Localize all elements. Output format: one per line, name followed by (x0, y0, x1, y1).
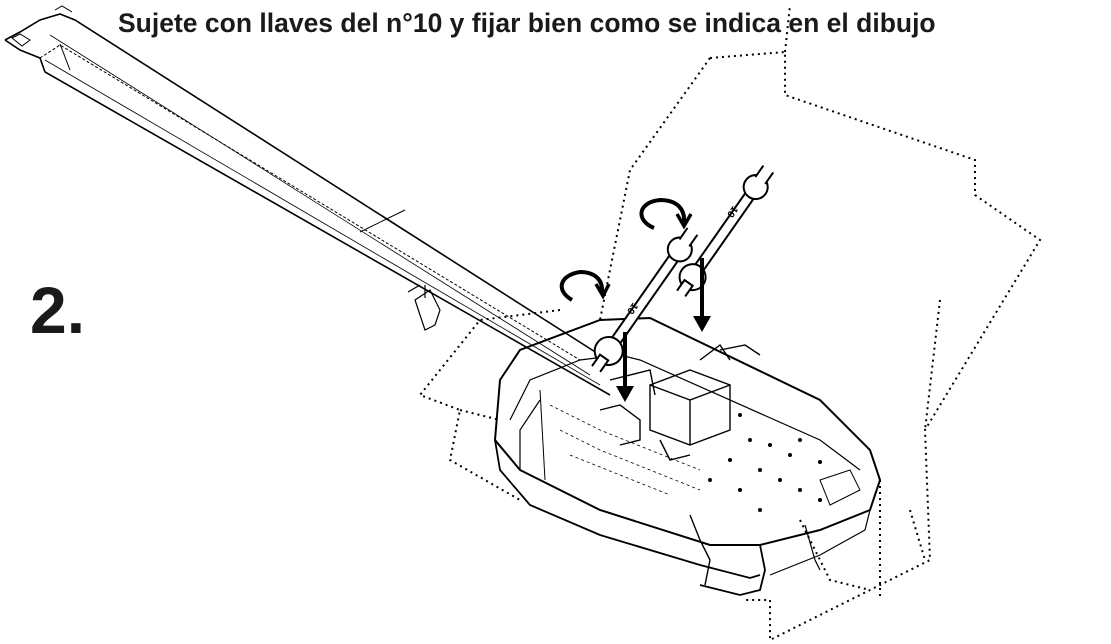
arrow-down-icon (616, 332, 634, 402)
rail-track (4, 5, 611, 396)
step-number: 2. (30, 273, 86, 347)
packaging-box-outline (418, 4, 1042, 642)
rotate-clockwise-icon (639, 197, 693, 230)
wrench-icon: 10 (676, 165, 775, 297)
rotate-clockwise-icon (559, 269, 611, 302)
motor-board-dots (708, 413, 822, 512)
instruction-text: Sujete con llaves del n°10 y fijar bien … (118, 8, 936, 38)
motor-unit (493, 316, 882, 596)
rail-bracket (407, 284, 441, 331)
arrow-down-icon (693, 258, 711, 332)
wrench-icon: 10 (591, 227, 699, 373)
